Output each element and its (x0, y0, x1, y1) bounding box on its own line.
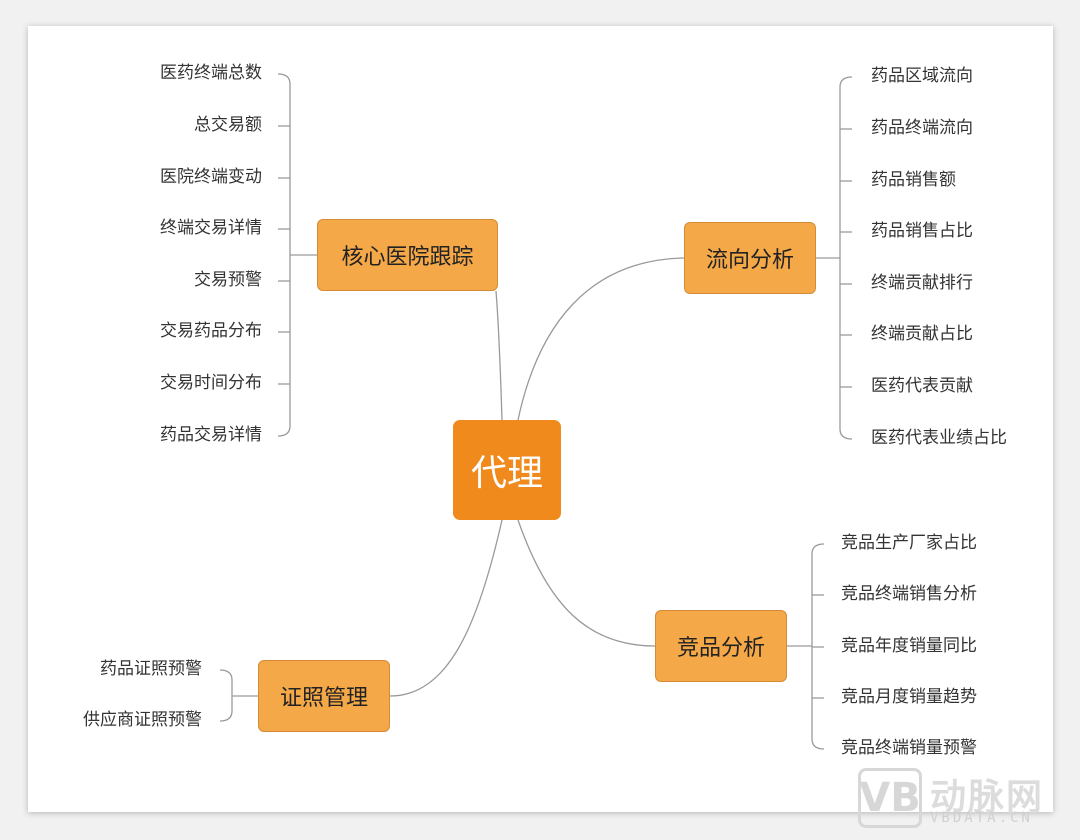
branch-label: 核心医院跟踪 (341, 245, 474, 270)
leaf-item: 药品交易详情 (160, 425, 262, 445)
leaf-item: 交易药品分布 (160, 321, 262, 341)
leaf-item: 交易时间分布 (160, 373, 262, 393)
branch-label: 证照管理 (279, 686, 368, 711)
connector-center-flow (517, 257, 685, 421)
vb-logo-icon: VB (858, 768, 922, 828)
watermark-logo: VB 动脉网 VBDATA.CN (858, 768, 1068, 830)
leaf-item: 总交易额 (194, 115, 262, 135)
connector-center-license (389, 519, 503, 697)
leaf-item: 终端贡献占比 (871, 324, 973, 344)
bracket-flow-bar (839, 76, 853, 440)
leaf-item: 医药代表业绩占比 (871, 428, 1007, 448)
branch-node-flow-analysis: 流向分析 (684, 222, 816, 294)
leaf-item: 药品区域流向 (871, 66, 973, 86)
leaf-item: 医院终端变动 (160, 167, 262, 187)
watermark-site: VBDATA.CN (930, 810, 1033, 826)
diagram-card: 代理 核心医院跟踪 流向分析 证照管理 竞品分析 医药终端总数 总交易额 医院终… (28, 26, 1053, 812)
leaf-item: 终端交易详情 (160, 218, 262, 238)
leaf-item: 药品证照预警 (100, 659, 202, 679)
leaf-item: 医药终端总数 (160, 63, 262, 83)
leaf-item: 药品终端流向 (871, 118, 973, 138)
bracket-license-bar (219, 669, 233, 722)
leaf-item: 医药代表贡献 (871, 376, 973, 396)
connector-center-competitor (517, 519, 656, 647)
leaf-item: 供应商证照预警 (83, 710, 202, 730)
connector-center-hospital (495, 290, 503, 421)
branch-node-competitor-analysis: 竞品分析 (655, 610, 787, 682)
leaf-item: 终端贡献排行 (871, 273, 973, 293)
leaf-item: 药品销售额 (871, 170, 956, 190)
bracket-hospital-bar (277, 73, 291, 437)
leaf-item: 竞品年度销量同比 (841, 636, 977, 656)
watermark-brand: 动脉网 (930, 777, 1045, 818)
branch-node-hospital-tracking: 核心医院跟踪 (317, 219, 498, 291)
branch-label: 流向分析 (705, 248, 794, 273)
leaf-item: 交易预警 (194, 270, 262, 290)
leaf-item: 竞品生产厂家占比 (841, 533, 977, 553)
connector-lines (219, 73, 853, 750)
leaf-item: 竞品终端销售分析 (841, 584, 977, 604)
leaf-item: 药品销售占比 (871, 221, 973, 241)
leaf-item: 竞品终端销量预警 (841, 738, 977, 758)
leaf-item: 竞品月度销量趋势 (841, 687, 977, 707)
branch-node-license-management: 证照管理 (258, 660, 390, 732)
center-node: 代理 (453, 420, 561, 520)
branch-label: 竞品分析 (676, 636, 765, 661)
center-label: 代理 (470, 453, 543, 494)
